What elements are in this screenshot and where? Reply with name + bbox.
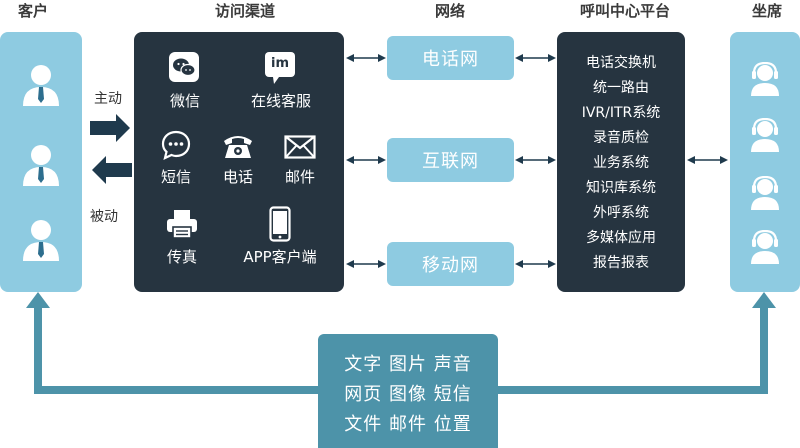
platform-item: 电话交换机 bbox=[586, 55, 656, 71]
headset-agent-icon bbox=[751, 62, 779, 96]
wechat-icon bbox=[169, 52, 199, 82]
customer-person-icon bbox=[23, 65, 59, 106]
platform-panel bbox=[557, 32, 685, 292]
label-active: 主动 bbox=[94, 91, 122, 107]
envelope-icon bbox=[284, 135, 316, 159]
media-types-box: 文字 图片 声音 网页 图像 短信 文件 邮件 位置 bbox=[318, 334, 498, 448]
header-platform: 呼叫中心平台 bbox=[579, 2, 670, 20]
platform-item: 录音质检 bbox=[593, 130, 649, 146]
platform-item: IVR/ITR系统 bbox=[581, 105, 661, 121]
im-badge-text: im bbox=[265, 52, 295, 77]
network-telephone: 电话网 bbox=[387, 36, 514, 80]
network-mobile: 移动网 bbox=[387, 242, 514, 286]
channel-sms-label: 短信 bbox=[160, 168, 192, 186]
channel-fax-label: 传真 bbox=[166, 248, 198, 266]
im-icon: im bbox=[265, 52, 295, 84]
platform-item: 业务系统 bbox=[593, 155, 649, 171]
label-passive: 被动 bbox=[90, 209, 118, 225]
platform-item: 多媒体应用 bbox=[586, 230, 656, 246]
mobile-phone-icon bbox=[269, 206, 291, 242]
media-line: 网页 图像 短信 bbox=[344, 384, 472, 405]
header-network: 网络 bbox=[434, 2, 465, 20]
header-channels: 访问渠道 bbox=[214, 2, 275, 20]
media-line: 文字 图片 声音 bbox=[344, 354, 472, 375]
network-internet: 互联网 bbox=[387, 138, 514, 182]
customer-panel bbox=[0, 32, 82, 292]
channel-online-service-label: 在线客服 bbox=[250, 92, 312, 110]
arrow-active bbox=[90, 114, 130, 142]
chat-bubble-icon bbox=[161, 130, 191, 160]
arrow-passive bbox=[92, 156, 132, 184]
channels-panel: 微信 im 在线客服 短信 电话 邮件 传真 APP客户端 bbox=[134, 32, 344, 292]
channel-app-label: APP客户端 bbox=[243, 248, 317, 266]
header-agents: 坐席 bbox=[751, 2, 782, 20]
telephone-icon bbox=[224, 136, 252, 158]
channel-wechat-label: 微信 bbox=[169, 92, 201, 110]
feedback-connector bbox=[26, 292, 776, 394]
platform-item: 外呼系统 bbox=[593, 205, 649, 221]
headset-agent-icon bbox=[751, 230, 779, 264]
headset-agent-icon bbox=[751, 176, 779, 210]
agents-panel bbox=[730, 32, 800, 292]
header-customer: 客户 bbox=[17, 2, 48, 20]
platform-item: 知识库系统 bbox=[586, 180, 656, 196]
channel-phone-label: 电话 bbox=[222, 168, 254, 186]
fax-printer-icon bbox=[167, 210, 197, 239]
channel-email-label: 邮件 bbox=[284, 168, 316, 186]
platform-item: 报告报表 bbox=[593, 255, 649, 271]
customer-person-icon bbox=[23, 220, 59, 261]
customer-person-icon bbox=[23, 145, 59, 186]
media-line: 文件 邮件 位置 bbox=[344, 414, 472, 435]
headset-agent-icon bbox=[751, 118, 779, 152]
platform-item: 统一路由 bbox=[593, 80, 649, 96]
